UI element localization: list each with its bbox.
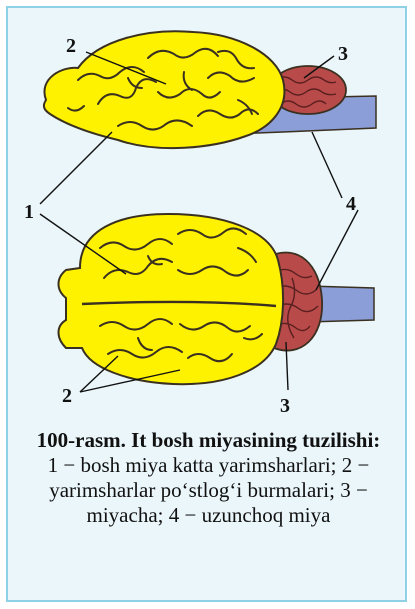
label-top-right: 3 bbox=[338, 43, 348, 65]
caption-title: 100-rasm. It bosh miyasining tuzilishi: bbox=[16, 428, 401, 453]
brain-diagram: 2 3 1 4 2 3 bbox=[8, 8, 409, 428]
figure-caption: 100-rasm. It bosh miyasining tuzilishi: … bbox=[16, 428, 401, 528]
label-bottom-mid: 3 bbox=[280, 395, 290, 417]
brain-dorsal-view bbox=[59, 214, 375, 384]
label-mid-left: 1 bbox=[24, 201, 34, 223]
label-bottom-left: 2 bbox=[62, 385, 72, 407]
cerebrum-dorsal bbox=[59, 214, 284, 384]
caption-legend: 1 − bosh miya katta yarimsharlari; 2 − y… bbox=[16, 453, 401, 528]
brain-lateral-view bbox=[44, 31, 376, 148]
cerebrum-lateral bbox=[44, 31, 284, 148]
figure-frame: 2 3 1 4 2 3 100-rasm. It bosh miyasining… bbox=[6, 6, 407, 602]
label-top-left: 2 bbox=[66, 35, 76, 57]
label-mid-right: 4 bbox=[346, 193, 356, 215]
